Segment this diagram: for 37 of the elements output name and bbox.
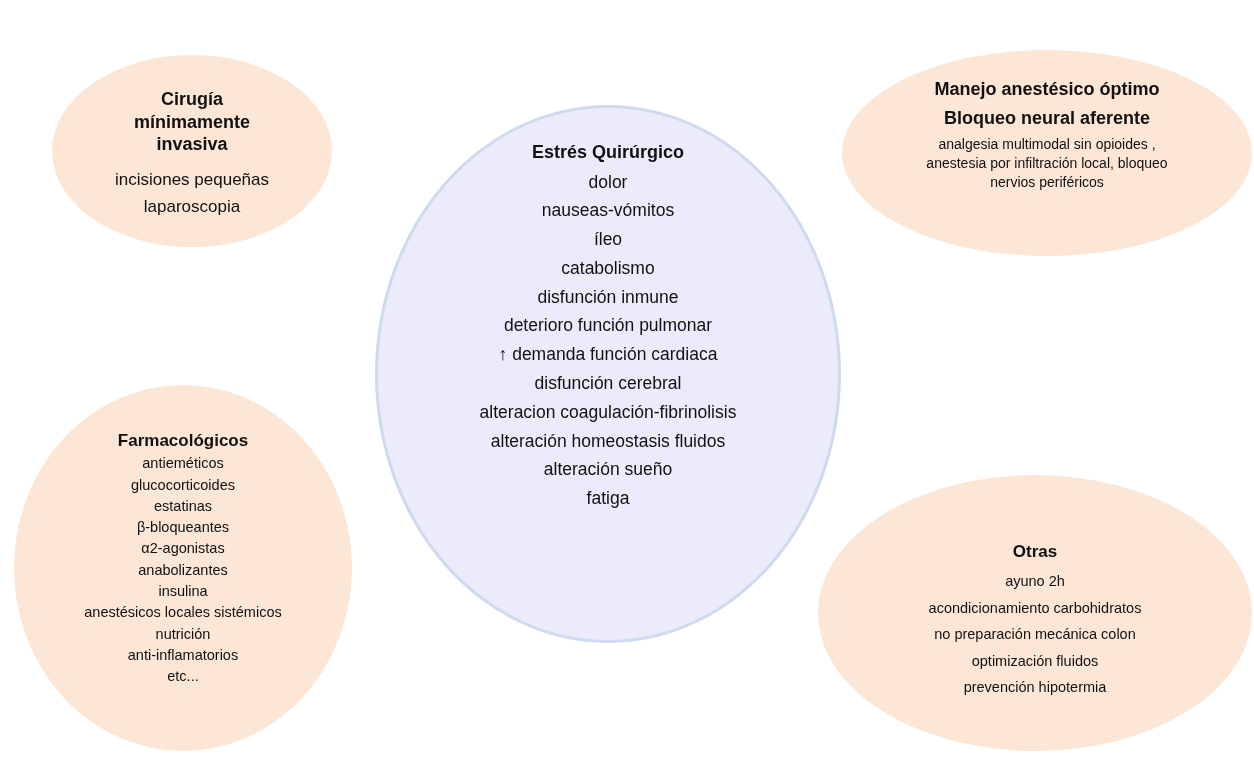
list-item: fatiga [586, 487, 630, 511]
list-item: etc... [167, 667, 199, 687]
list-item: anestésicos locales sistémicos [84, 603, 282, 623]
list-item: analgesia multimodal sin opioides , anestesia por infiltración local, bloqueo nervios periféricos [925, 135, 1169, 192]
list-item: ↑ demanda función cardiaca [498, 343, 718, 367]
ellipse-heading: Cirugía mínimamente invasiva [132, 88, 251, 156]
list-item: nauseas-vómitos [541, 199, 675, 223]
list-item: prevención hipotermia [963, 678, 1107, 698]
list-item: acondicionamiento carbohidratos [928, 598, 1142, 618]
list-item: laparoscopia [143, 195, 241, 218]
ellipse-heading: Manejo anestésico óptimo [934, 78, 1160, 101]
list-item: antieméticos [142, 454, 224, 474]
list-item: íleo [593, 228, 623, 252]
list-item: insulina [158, 582, 208, 602]
ellipse-heading: Otras [1012, 541, 1058, 563]
list-item: dolor [588, 170, 628, 194]
list-item: nutrición [155, 624, 211, 644]
list-item: ayuno 2h [1005, 572, 1065, 592]
list-item: optimización fluidos [971, 651, 1099, 671]
ellipse-heading: Farmacológicos [117, 430, 249, 452]
list-item: disfunción inmune [537, 285, 679, 309]
list-item: glucocorticoides [131, 475, 235, 495]
list-item: β-bloqueantes [136, 518, 230, 538]
list-item: alteracion coagulación-fibrinolisis [479, 400, 737, 424]
list-item: no preparación mecánica colon [934, 625, 1136, 645]
list-item: anabolizantes [138, 560, 228, 580]
list-item: estatinas [153, 496, 212, 516]
list-item: incisiones pequeñas [114, 168, 270, 191]
list-item: alteración sueño [543, 458, 673, 482]
list-item: deterioro función pulmonar [503, 314, 713, 338]
list-item: alteración homeostasis fluidos [490, 429, 726, 453]
list-item: α2-agonistas [141, 539, 225, 559]
list-item: anti-inflamatorios [127, 645, 239, 665]
ellipse-heading: Estrés Quirúrgico [531, 141, 684, 164]
list-item: catabolismo [561, 256, 655, 280]
list-item: disfunción cerebral [534, 372, 682, 396]
ellipse-heading: Bloqueo neural aferente [943, 106, 1150, 129]
